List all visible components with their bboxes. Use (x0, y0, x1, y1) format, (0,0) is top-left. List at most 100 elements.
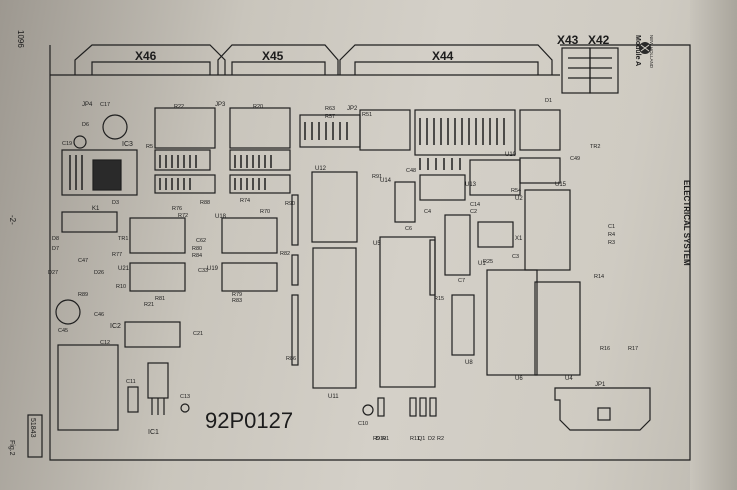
label-c47: C47 (78, 258, 88, 264)
label-d3: D3 (112, 200, 119, 206)
label-r90: R90 (285, 201, 295, 207)
label-u4: U4 (565, 376, 573, 382)
label-u11: U11 (328, 394, 339, 400)
label-jp2: JP2 (347, 106, 358, 112)
label-r88: R88 (200, 200, 210, 206)
label-u10: U10 (505, 152, 517, 158)
label-r79: R79 (232, 292, 242, 298)
regulator-ic3 (92, 159, 122, 191)
label-r77: R77 (112, 252, 122, 258)
label-r76: R76 (172, 206, 182, 212)
label-tr2: TR2 (590, 144, 600, 150)
connector-x42 (589, 47, 619, 94)
chip-u2 (524, 189, 571, 271)
label-r83: R83 (232, 298, 242, 304)
label-d1: D1 (545, 98, 552, 104)
connector-x43 (561, 47, 591, 94)
label-c1: C1 (608, 224, 615, 230)
label-r84: R84 (192, 253, 202, 259)
label-r20: R20 (253, 104, 263, 110)
pin-hatching (69, 118, 505, 190)
label-c45: C45 (58, 328, 68, 334)
label-c2: C2 (470, 209, 477, 215)
label-r81: R81 (155, 296, 165, 302)
chip-u11 (312, 247, 357, 389)
label-r15: R15 (434, 296, 444, 302)
label-r10: R10 (116, 284, 126, 290)
label-d6: D6 (82, 122, 89, 128)
label-c6: C6 (405, 226, 412, 232)
label-r11: R11 (410, 436, 420, 442)
label-x42: X42 (588, 33, 610, 47)
label-r16: R16 (600, 346, 610, 352)
label-ic1: IC1 (148, 429, 159, 436)
label-c21: C21 (193, 331, 203, 337)
chip-u21 (129, 262, 186, 292)
label-c11: C11 (126, 379, 136, 385)
label-jp4: JP4 (82, 102, 93, 108)
label-c33: C33 (198, 268, 208, 274)
chip-u18 (221, 217, 278, 254)
label-r3: R3 (608, 240, 615, 246)
regulator-ic1 (147, 362, 169, 399)
chip-r51 (359, 109, 411, 151)
label-r91: R91 (372, 174, 382, 180)
chip-r20 (229, 107, 291, 149)
chip-x1-left (444, 214, 471, 276)
module-title: Module A (634, 35, 641, 66)
connector-x45 (217, 44, 339, 75)
chip-u15 (519, 157, 561, 184)
chip-u14 (394, 181, 416, 223)
chip-u4 (534, 281, 581, 376)
label-r2: R2 (437, 436, 444, 442)
label-u5: U5 (373, 241, 381, 247)
connector-x46 (74, 44, 226, 75)
drawing-number: 51843 (29, 418, 36, 438)
label-r4: R4 (608, 232, 615, 238)
fig-label: Fig.2 (8, 440, 15, 456)
section-title: ELECTRICAL SYSTEM (682, 180, 691, 266)
label-r72: R72 (178, 213, 188, 219)
connector-jp1 (554, 387, 651, 431)
chip-r22 (154, 107, 216, 149)
label-r14: R14 (594, 274, 604, 280)
label-d27: D27 (48, 270, 58, 276)
label-c10: C10 (358, 421, 368, 427)
label-c14: C14 (470, 202, 480, 208)
label-k1: K1 (92, 206, 100, 212)
label-u1: U1 (478, 261, 486, 267)
page-edge-shadow (690, 0, 737, 490)
chip-u6-mid (379, 236, 436, 388)
label-c3: C3 (512, 254, 519, 260)
chip-bank-u14 (414, 109, 516, 156)
capacitor-c12 (57, 344, 119, 431)
label-r5: R5 (146, 144, 153, 150)
crystal-x1 (477, 221, 514, 248)
label-tr1: TR1 (118, 236, 128, 242)
label-r1: R1 (382, 436, 389, 442)
label-x44: X44 (432, 49, 454, 63)
chip-u6 (486, 269, 538, 376)
capacitor-c11 (127, 386, 139, 413)
chip-u8 (451, 294, 475, 356)
label-x1: X1 (515, 236, 523, 242)
label-q1: Q1 (418, 436, 425, 442)
label-jp1: JP1 (595, 382, 606, 388)
chip-u12 (311, 171, 358, 243)
label-u19: U19 (207, 266, 219, 272)
chip-u21-top (129, 217, 186, 254)
label-r89: R89 (78, 292, 88, 298)
label-u21: U21 (118, 266, 130, 272)
label-d8: D8 (52, 236, 59, 242)
label-r21: R21 (144, 302, 154, 308)
label-c48: C48 (406, 168, 416, 174)
label-c46: C46 (94, 312, 104, 318)
label-u12: U12 (315, 166, 327, 172)
label-r51: R51 (362, 112, 372, 118)
capacitor-c17 (102, 114, 128, 140)
capacitor-c10 (362, 404, 374, 416)
label-r22: R22 (174, 104, 184, 110)
label-u2: U2 (515, 196, 523, 202)
